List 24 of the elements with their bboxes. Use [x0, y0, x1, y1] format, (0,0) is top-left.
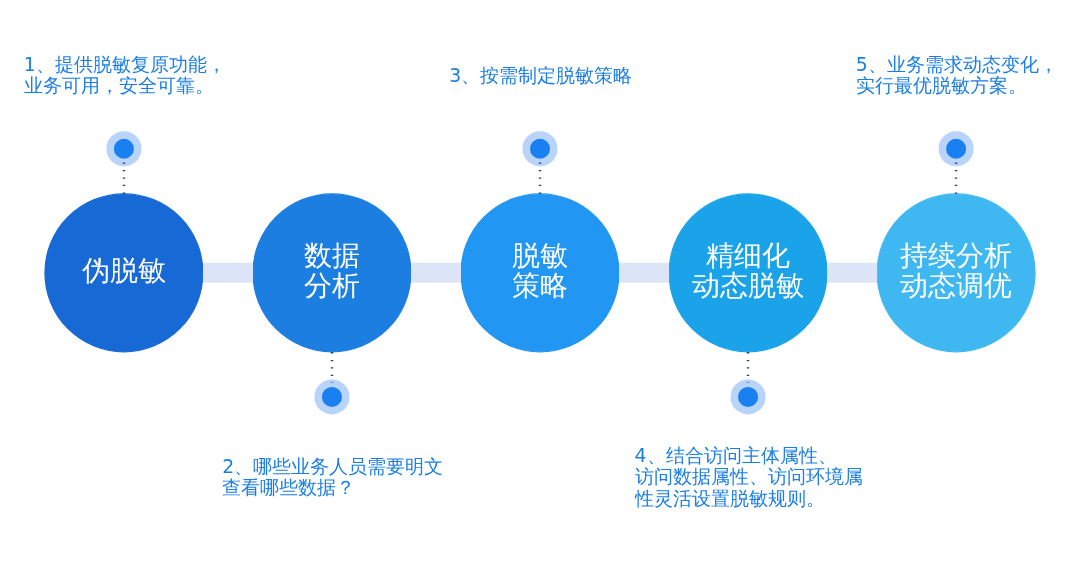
connector: [203, 262, 253, 283]
node-label: 1、提供脱敏复原功能，业务可用，安全可靠。: [23, 54, 226, 97]
connector: [619, 262, 670, 283]
node-circle: [522, 131, 558, 167]
connector: [746, 352, 750, 383]
node-circle: [106, 131, 142, 167]
node-circle: 伪脱敏: [44, 193, 204, 353]
connector: [827, 262, 878, 283]
node-label: 3、按需制定脱敏策略: [449, 64, 633, 86]
connector: [954, 162, 958, 194]
node-circle: 脱敏策略: [460, 193, 620, 353]
node-label: 5、业务需求动态变化，实行最优脱敏方案。: [855, 54, 1058, 97]
node-circle: [938, 131, 974, 167]
connector: [538, 162, 542, 194]
connector: [411, 262, 461, 283]
connector: [122, 162, 126, 194]
node-circle: [730, 379, 766, 415]
connector: [330, 352, 334, 383]
node-circle: 精细化动态脱敏: [668, 193, 828, 353]
node-circle: [314, 379, 350, 415]
node-circle: 数据分析: [252, 193, 412, 353]
node-circle: 持续分析动态调优: [876, 193, 1036, 353]
node-label: 2、哪些业务人员需要明文查看哪些数据？: [222, 455, 444, 499]
node-label: 4、结合访问主体属性、访问数据属性、访问环境属性灵活设置脱敏规则。: [634, 445, 863, 509]
